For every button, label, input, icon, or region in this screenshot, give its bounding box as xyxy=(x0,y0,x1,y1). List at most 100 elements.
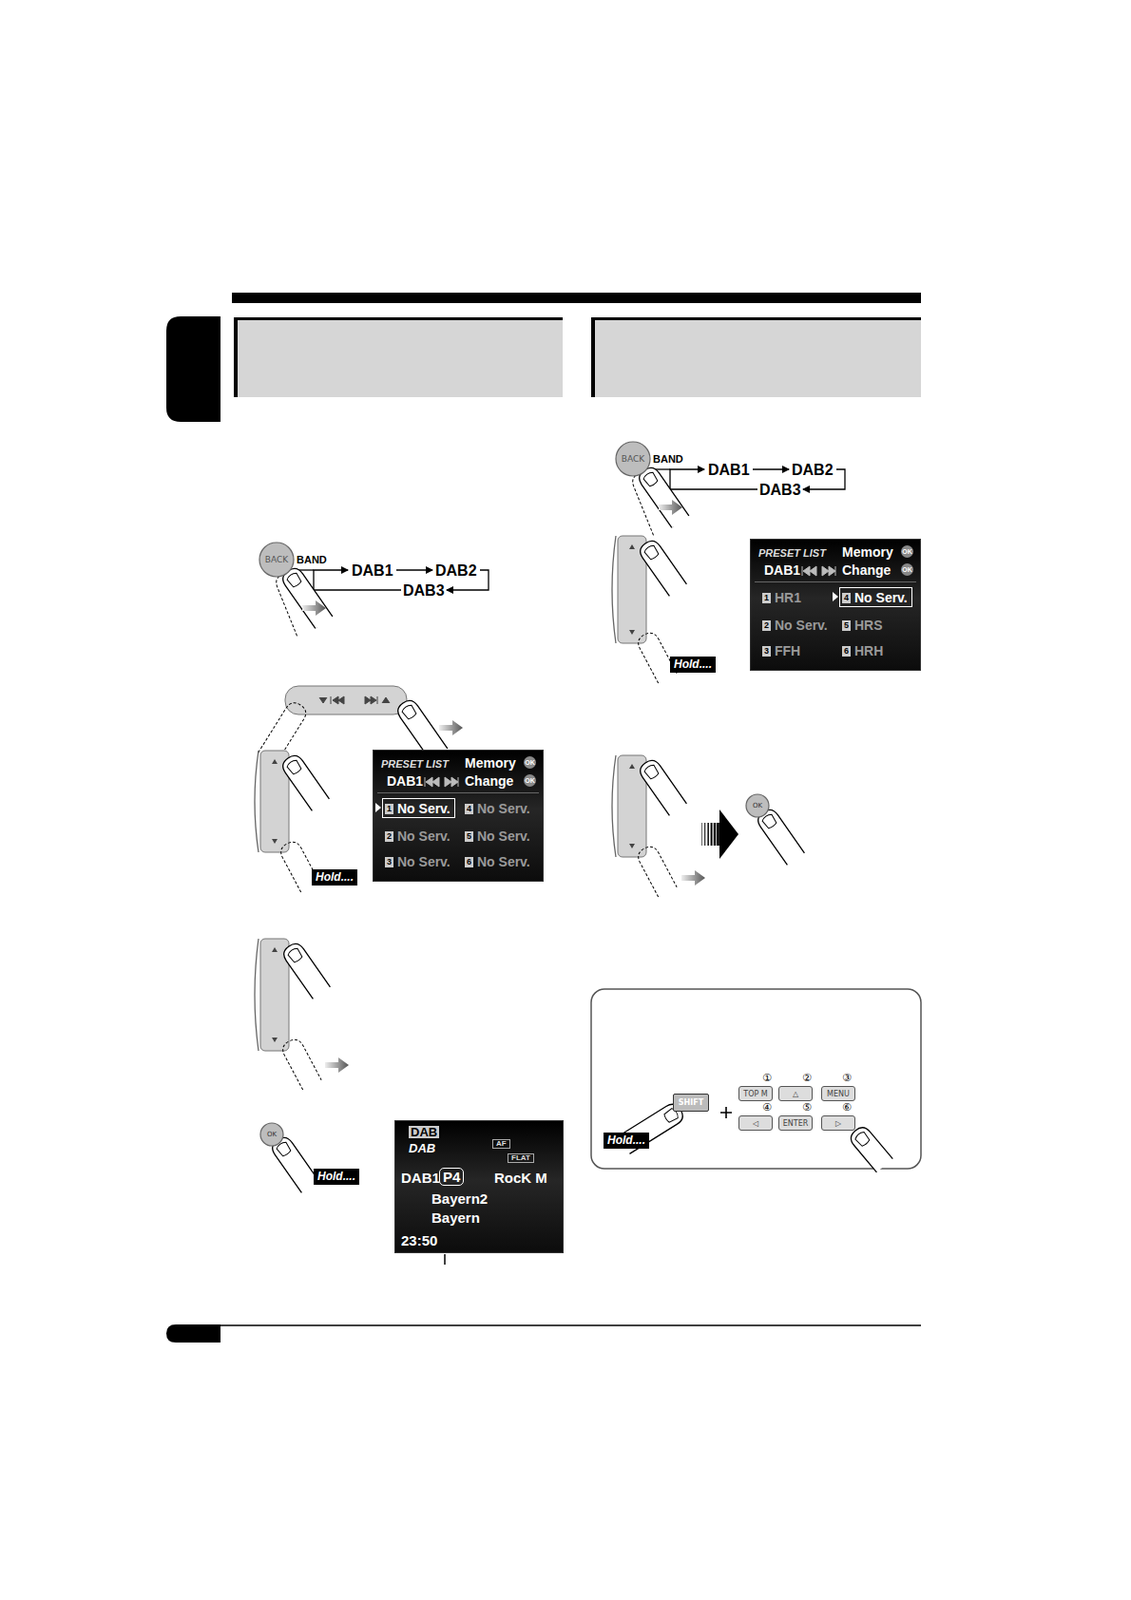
button-circle xyxy=(615,441,651,477)
screen-text: Bayern2 xyxy=(431,1191,488,1207)
header-rule xyxy=(233,317,238,398)
stripe xyxy=(701,823,704,846)
remote-button: ENTER xyxy=(778,1115,813,1131)
button-label: ENTER xyxy=(783,1119,809,1129)
skip-icons xyxy=(422,775,461,789)
button-label: MENU xyxy=(826,1090,850,1099)
screen-text: FFH xyxy=(774,644,801,658)
fingernail xyxy=(287,947,304,965)
screen-text: 4 xyxy=(842,593,851,604)
screen-text: 5 xyxy=(464,831,474,843)
screen-text: No Serv. xyxy=(477,829,531,844)
callout-number: ① xyxy=(762,1072,772,1085)
screen-text: PRESET LIST xyxy=(758,548,826,559)
screen-text: 4 xyxy=(464,804,474,815)
finger-outline xyxy=(280,940,330,1000)
screen-text: 1 xyxy=(384,804,394,815)
screen-text: DAB1 xyxy=(401,1170,441,1186)
screen-text: OK xyxy=(523,756,537,769)
screen-text: No Serv. xyxy=(477,855,531,869)
hold-tag: Hold.... xyxy=(603,1132,650,1150)
remote-button: TOP M xyxy=(738,1086,773,1102)
page-number-tab xyxy=(166,1324,221,1343)
screen-text: 3 xyxy=(762,646,771,657)
finger-motion xyxy=(634,843,677,898)
hold-tag: Hold.... xyxy=(313,1169,360,1186)
up-mark xyxy=(629,764,635,769)
finger-outline xyxy=(636,537,687,597)
up-mark xyxy=(271,947,278,953)
seek-down-mark xyxy=(319,696,345,705)
finger-outline xyxy=(279,752,329,812)
motion-arrow xyxy=(681,870,706,886)
selection-pointer xyxy=(832,592,839,602)
flow-arrow xyxy=(396,569,433,571)
down-mark xyxy=(271,1037,278,1043)
preset-list-screen: PRESET LISTMemoryOKDAB1ChangeOK1HR14No S… xyxy=(749,538,921,671)
flow-arrow xyxy=(752,468,789,470)
stripe xyxy=(710,823,713,846)
screen-text: No Serv. xyxy=(774,618,828,633)
finger-outline xyxy=(634,843,677,898)
finger xyxy=(847,1124,894,1173)
band-name: DAB3 xyxy=(759,481,802,499)
fingernail xyxy=(286,572,303,590)
callout-number: ② xyxy=(802,1072,812,1085)
display-screen: DABDABAFFLATDAB1P4RocK MBayern2Bayern23:… xyxy=(394,1120,564,1254)
preset-list-screen: PRESET LISTMemoryOKDAB1ChangeOK1No Serv.… xyxy=(372,749,544,882)
screen-text: FLAT xyxy=(507,1153,535,1164)
screen-rule xyxy=(377,792,539,794)
callout-number: ⑤ xyxy=(802,1101,812,1114)
screen-text: No Serv. xyxy=(397,855,451,869)
button-name: BAND xyxy=(296,554,327,566)
footer-rule xyxy=(220,1324,921,1327)
back-button: BACK xyxy=(614,440,652,478)
fingernail xyxy=(286,759,303,777)
callout-number: ⑥ xyxy=(842,1101,852,1114)
down-mark xyxy=(629,630,635,635)
button-circle xyxy=(260,1123,284,1147)
ok-button: OK xyxy=(745,793,770,819)
screen-text: HRH xyxy=(854,644,883,658)
motion-arrow xyxy=(439,720,463,736)
screen-text: Change xyxy=(842,563,891,577)
screen-text: OK xyxy=(523,774,537,787)
screen-text: HRS xyxy=(854,618,883,633)
finger xyxy=(636,757,687,817)
button-label: OK xyxy=(752,802,763,810)
screen-text: Memory xyxy=(842,545,894,559)
stripe xyxy=(716,823,720,846)
remote-button: ◁ xyxy=(738,1115,773,1131)
leader-line xyxy=(443,1254,446,1266)
ok-button: OK xyxy=(259,1122,285,1148)
screen-text: No Serv. xyxy=(477,802,531,816)
finger-outline xyxy=(847,1124,894,1173)
control-rim xyxy=(612,755,616,858)
down-mark xyxy=(629,843,635,849)
seek-control xyxy=(285,686,407,715)
band-name: DAB3 xyxy=(402,582,445,600)
screen-text: RocK M xyxy=(494,1170,548,1186)
callout-number: ③ xyxy=(842,1072,852,1085)
remote-button: ▷ xyxy=(821,1115,856,1131)
screen-rule xyxy=(754,581,917,583)
button-label: OK xyxy=(267,1131,277,1139)
screen-text: 2 xyxy=(384,831,394,843)
screen-text: PRESET LIST xyxy=(381,759,449,770)
button-label: BACK xyxy=(265,555,288,565)
hold-text: Hold.... xyxy=(673,657,712,671)
back-button: BACK xyxy=(258,541,295,578)
screen-text: 6 xyxy=(842,646,851,657)
skip-icons xyxy=(800,564,839,578)
screen-text: DAB xyxy=(408,1126,440,1139)
hold-text: Hold.... xyxy=(317,1169,356,1184)
section-header xyxy=(591,317,921,398)
up-mark xyxy=(271,759,278,765)
fingernail xyxy=(401,704,418,722)
down-mark xyxy=(271,839,278,844)
button-label: ▷ xyxy=(835,1119,842,1129)
motion-arrow xyxy=(658,499,683,516)
button-circle xyxy=(259,542,294,577)
stripe xyxy=(713,823,716,846)
